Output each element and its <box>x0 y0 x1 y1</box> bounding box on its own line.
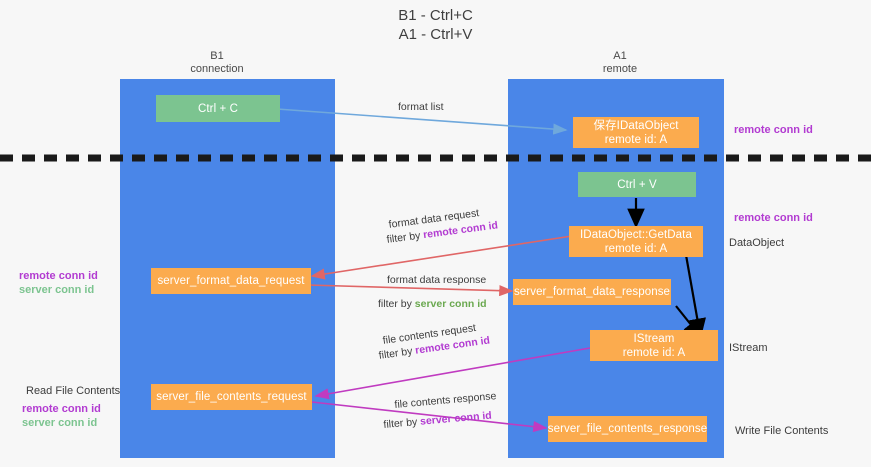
edge-label-file-contents-response-filter: filter by server conn id <box>383 410 492 432</box>
annotation-right-remote-conn-id-top: remote conn id <box>734 123 813 137</box>
node-server-file-contents-request[interactable]: server_file_contents_request <box>151 384 312 410</box>
page-title: B1 - Ctrl+C A1 - Ctrl+V <box>0 6 871 44</box>
annotation-left-conn-ids-bottom: remote conn id server conn id <box>22 402 101 430</box>
node-server-file-contents-request-label: server_file_contents_request <box>156 391 307 403</box>
annotation-right-write-file-contents: Write File Contents <box>735 424 828 438</box>
node-ctrl-c[interactable]: Ctrl + C <box>156 95 280 122</box>
node-server-format-data-request[interactable]: server_format_data_request <box>151 268 311 294</box>
node-istream-line1: IStream <box>633 332 675 345</box>
column-header-b1: B1 connection <box>152 50 282 76</box>
node-server-file-contents-response-label: server_file_contents_response <box>547 423 708 435</box>
annotation-left-read-file-contents: Read File Contents <box>26 384 120 398</box>
annotation-left-read-file-contents-text: Read File Contents <box>26 385 121 397</box>
annotation-right-write-file-contents-text: Write File Contents <box>735 425 829 437</box>
edge-label-format-data-response-filter: filter by server conn id <box>378 298 487 311</box>
annotation-right-remote-conn-id-mid: remote conn id <box>734 211 813 225</box>
annotation-left-conn-ids-mid: remote conn id server conn id <box>19 269 98 297</box>
annotation-right-dataobject-text: DataObject <box>729 237 785 249</box>
column-header-b1-sub: connection <box>190 63 244 75</box>
edge-label-format-data-response-filter-prefix: filter by <box>378 298 415 310</box>
edge-label-format-data-request-filter-prefix: filter by <box>386 229 425 246</box>
node-server-format-data-response-label: server_format_data_response <box>513 286 671 298</box>
annotation-left-remote-conn-id-bottom-text: remote conn id <box>22 403 101 415</box>
node-server-format-data-response[interactable]: server_format_data_response <box>513 279 671 305</box>
node-istream[interactable]: IStream remote id: A <box>590 330 718 361</box>
node-save-idataobject-line1: 保存IDataObject <box>593 119 679 132</box>
title-line-2: A1 - Ctrl+V <box>398 26 473 43</box>
annotation-right-remote-conn-id-mid-text: remote conn id <box>734 212 813 224</box>
annotation-right-istream: IStream <box>729 341 768 355</box>
node-ctrl-c-label: Ctrl + C <box>197 102 239 115</box>
node-idataobject-getdata-line2: remote id: A <box>604 242 668 255</box>
edge-label-file-contents-response: file contents response <box>394 390 497 412</box>
node-idataobject-getdata-line1: IDataObject::GetData <box>580 228 692 241</box>
annotation-right-istream-text: IStream <box>729 342 768 354</box>
node-istream-line2: remote id: A <box>622 346 686 359</box>
column-header-a1-name: A1 <box>613 50 627 62</box>
annotation-left-server-conn-id-mid-text: server conn id <box>19 284 95 296</box>
column-header-a1: A1 remote <box>555 50 685 76</box>
node-save-idataobject-line2: remote id: A <box>604 133 668 146</box>
node-server-file-contents-response[interactable]: server_file_contents_response <box>548 416 707 442</box>
edge-label-format-list-text: format list <box>398 101 444 113</box>
edge-label-file-contents-response-text: file contents response <box>394 390 497 411</box>
annotation-left-remote-conn-id-mid-text: remote conn id <box>19 270 98 282</box>
annotation-left-server-conn-id-bottom-text: server conn id <box>22 417 98 429</box>
node-idataobject-getdata[interactable]: IDataObject::GetData remote id: A <box>569 226 703 257</box>
edge-label-file-contents-response-filter-prefix: filter by <box>383 415 421 431</box>
annotation-right-dataobject: DataObject <box>729 236 784 250</box>
column-header-a1-sub: remote <box>602 63 638 75</box>
edge-label-format-data-response-filter-value: server conn id <box>414 298 487 310</box>
node-ctrl-v-label: Ctrl + V <box>617 178 657 191</box>
node-ctrl-v[interactable]: Ctrl + V <box>578 172 696 197</box>
edge-label-format-data-response-text: format data response <box>387 274 487 286</box>
edge-label-format-list: format list <box>398 101 444 114</box>
annotation-right-remote-conn-id-top-text: remote conn id <box>734 124 813 136</box>
edge-label-format-data-response: format data response <box>387 274 486 287</box>
column-header-b1-name: B1 <box>210 50 224 62</box>
node-save-idataobject[interactable]: 保存IDataObject remote id: A <box>573 117 699 148</box>
node-server-format-data-request-label: server_format_data_request <box>157 275 305 287</box>
edge-label-file-contents-response-filter-value: server conn id <box>419 409 493 428</box>
title-line-1: B1 - Ctrl+C <box>398 7 473 24</box>
